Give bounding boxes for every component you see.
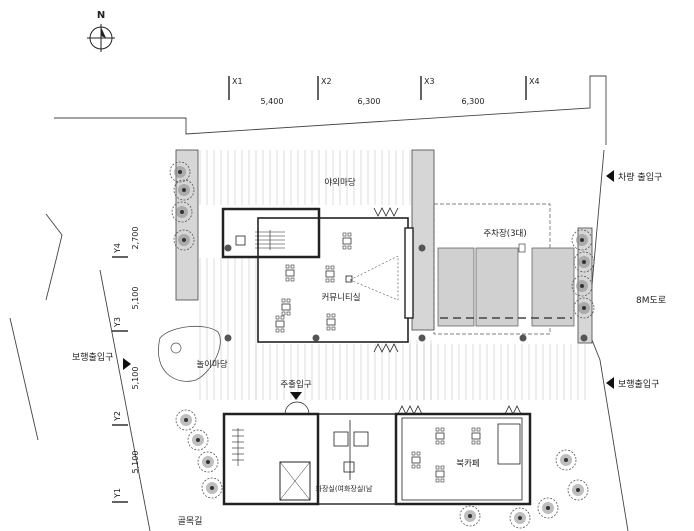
cafe-tables [411, 427, 481, 483]
label-parking: 주차장(3대) [483, 228, 526, 239]
axis-x1: X1 [232, 77, 243, 86]
axis-y4: Y4 [113, 243, 122, 254]
axis-y3: Y3 [113, 317, 122, 328]
axis-y2: Y2 [113, 411, 122, 422]
label-vehicle-entrance: 차량 출입구 [618, 171, 662, 183]
x-grid-axes [228, 76, 527, 100]
pedestrian-entrance-right-arrow-icon [606, 377, 614, 389]
axis-x4: X4 [529, 77, 540, 86]
label-book-cafe: 북카페 [456, 458, 479, 469]
axis-x3: X3 [424, 77, 435, 86]
community-building [221, 207, 414, 353]
site-boundary [9, 75, 629, 531]
y-grid-axes [112, 256, 128, 503]
play-yard [158, 326, 221, 382]
parking-area [433, 203, 575, 335]
axis-x2: X2 [321, 77, 332, 86]
vehicle-entrance-arrow-icon [606, 170, 614, 182]
label-pedestrian-entrance-right: 보행출입구 [618, 378, 659, 390]
axis-y1: Y1 [113, 488, 122, 499]
label-main-road: 8M도로 [636, 296, 666, 306]
dim-x2-x3: 6,300 [358, 97, 381, 106]
dim-y3: 5,100 [131, 287, 140, 310]
label-outdoor-yard: 야외마당 [324, 177, 355, 188]
dim-y1: 5,100 [131, 451, 140, 474]
north-arrow: N [87, 10, 115, 52]
north-label: N [97, 10, 105, 21]
dim-y4: 2,700 [131, 227, 140, 250]
community-tables [275, 232, 352, 333]
pedestrian-entrance-left-arrow-icon [123, 358, 131, 370]
lower-building [222, 401, 532, 506]
dim-x3-x4: 6,300 [462, 97, 485, 106]
deck-pattern [199, 150, 586, 400]
label-community: 커뮤니티실 [321, 292, 360, 303]
label-alley: 골목길 [178, 516, 203, 527]
main-entrance-arrow-icon [290, 392, 302, 400]
site-walls [175, 149, 593, 344]
label-restroom: 화장실(여화장실(남 [316, 484, 374, 493]
label-main-entrance: 주출입구 [280, 379, 311, 390]
columns [224, 244, 588, 342]
dim-x1-x2: 5,400 [261, 97, 284, 106]
dim-y2: 5,100 [131, 367, 140, 390]
label-play-yard: 놀이마당 [196, 359, 227, 370]
label-pedestrian-entrance-left: 보행출입구 [72, 351, 113, 363]
